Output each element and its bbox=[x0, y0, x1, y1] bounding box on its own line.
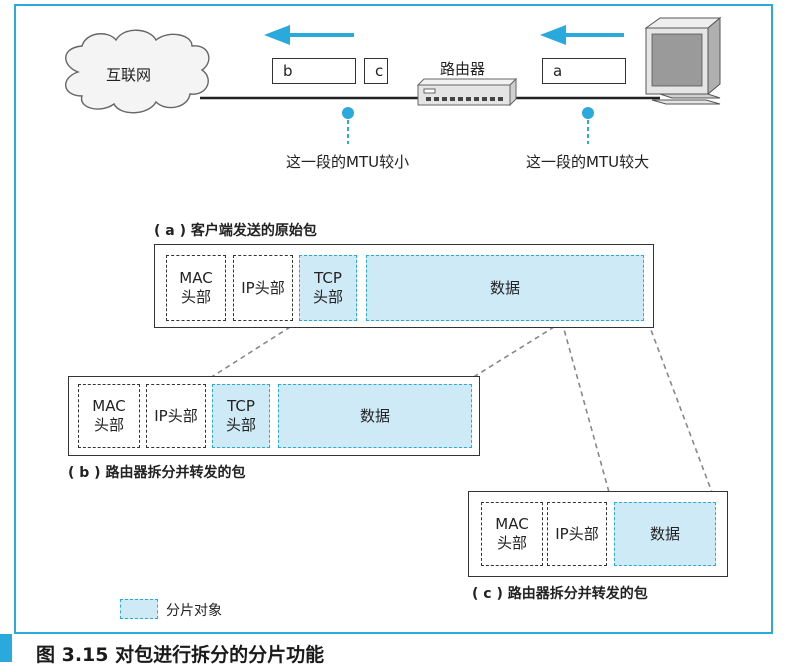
mtu-small-label: 这一段的MTU较小 bbox=[286, 153, 410, 171]
router-icon bbox=[416, 77, 518, 107]
packet-b-ip-header: IP头部 bbox=[146, 384, 206, 448]
packet-a-mac-header: MAC 头部 bbox=[166, 255, 226, 321]
packet-a-tcp-header: TCP 头部 bbox=[299, 255, 357, 321]
computer-icon bbox=[644, 16, 722, 105]
right-arrow-icon bbox=[540, 25, 624, 45]
packet-b-title: ( b ) 路由器拆分并转发的包 bbox=[68, 465, 246, 481]
packet-b-data: 数据 bbox=[278, 384, 472, 448]
mtu-large-label: 这一段的MTU较大 bbox=[526, 153, 650, 171]
packet-c-ip-header: IP头部 bbox=[547, 502, 607, 566]
packet-b-mac-header: MAC 头部 bbox=[78, 384, 140, 448]
mtu-small-marker bbox=[342, 107, 354, 119]
packet-b-tcp-header: TCP 头部 bbox=[212, 384, 270, 448]
legend-label: 分片对象 bbox=[166, 603, 222, 619]
packet-a-ip-header: IP头部 bbox=[233, 255, 293, 321]
left-arrow-icon bbox=[264, 25, 354, 45]
packet-a-small: a bbox=[542, 58, 626, 84]
internet-cloud bbox=[65, 29, 210, 114]
packet-c-small: c bbox=[364, 58, 388, 84]
router-label: 路由器 bbox=[440, 60, 486, 78]
mtu-large-marker bbox=[582, 107, 594, 119]
packet-a-data: 数据 bbox=[366, 255, 644, 321]
packet-a-title: ( a ) 客户端发送的原始包 bbox=[154, 223, 317, 239]
packet-c-data: 数据 bbox=[614, 502, 716, 566]
packet-b-small: b bbox=[272, 58, 356, 84]
caption-accent-bar bbox=[0, 634, 12, 662]
internet-label: 互联网 bbox=[106, 66, 152, 84]
fragment-guide-lines bbox=[209, 321, 717, 504]
legend-swatch bbox=[120, 599, 158, 619]
figure-caption: 图 3.15 对包进行拆分的分片功能 bbox=[36, 644, 325, 666]
packet-c-title: ( c ) 路由器拆分并转发的包 bbox=[472, 586, 648, 602]
packet-c-mac-header: MAC 头部 bbox=[481, 502, 543, 566]
